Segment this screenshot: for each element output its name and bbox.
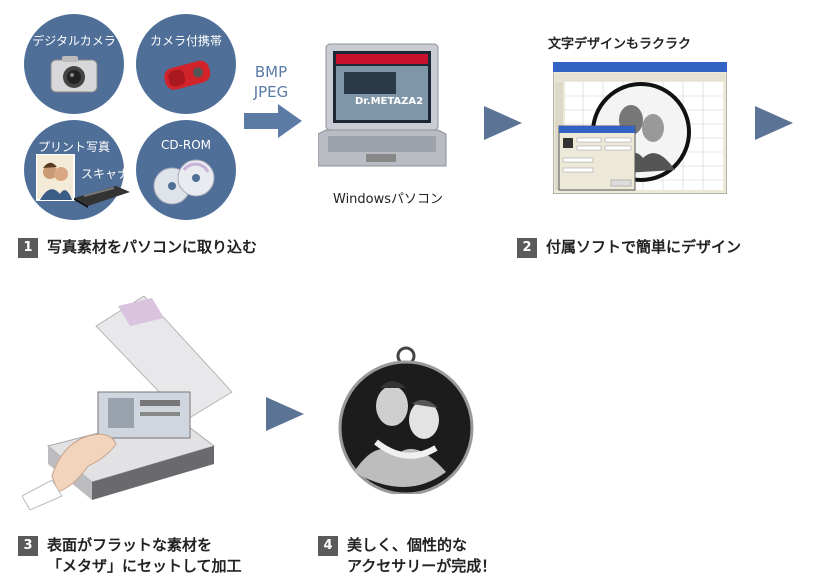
photo-icon — [36, 154, 75, 201]
step-text: 写真素材をパソコンに取り込む — [47, 238, 258, 256]
print-photo-label: プリント写真 — [37, 140, 110, 154]
camera-phone-label: カメラ付携帯 — [149, 34, 222, 48]
software-caption: 文字デザインもラクラク — [548, 37, 692, 52]
laptop-caption: Windowsパソコン — [333, 192, 444, 207]
software-title: Dr.METAZA2 — [355, 96, 424, 107]
format-jpeg: JPEG — [253, 83, 289, 101]
step-text: 表面がフラットな素材を 「メタザ」にセットして加工 — [47, 536, 242, 575]
camera-icon — [50, 56, 98, 93]
digital-camera-circle: デジタルカメラ — [24, 14, 124, 114]
disc-icon — [153, 159, 215, 205]
digital-camera-label: デジタルカメラ — [32, 34, 116, 48]
step-1: 1 写真素材をパソコンに取り込む — [18, 237, 257, 258]
laptop-icon — [318, 43, 447, 167]
software-screenshot — [553, 62, 727, 194]
arrow-right-icon — [484, 106, 522, 140]
phone-icon — [164, 60, 211, 90]
step-number: 2 — [517, 238, 537, 258]
cdrom-label: CD-ROM — [160, 138, 212, 152]
print-photo-circle: プリント写真 — [24, 120, 124, 220]
format-bmp: BMP — [254, 63, 288, 81]
engraved-pendant — [338, 346, 474, 494]
scanner-icon — [74, 186, 130, 208]
cdrom-circle: CD-ROM — [136, 120, 236, 220]
step-number: 4 — [318, 536, 338, 556]
step-4: 4 美しく、個性的な アクセサリーが完成！ — [318, 535, 496, 577]
step-2: 2 付属ソフトで簡単にデザイン — [517, 237, 741, 258]
step-3: 3 表面がフラットな素材を 「メタザ」にセットして加工 — [18, 535, 242, 577]
arrow-right-icon — [266, 397, 304, 431]
step-text: 付属ソフトで簡単にデザイン — [546, 238, 742, 256]
camera-phone-circle: カメラ付携帯 — [136, 14, 236, 114]
arrow-right-icon — [755, 106, 793, 140]
step-number: 1 — [18, 238, 38, 258]
step-number: 3 — [18, 536, 38, 556]
step-text: 美しく、個性的な アクセサリーが完成！ — [347, 536, 497, 575]
engraving-machine — [22, 296, 233, 510]
arrow-right-icon — [244, 104, 302, 138]
scanner-label: スキャナー — [81, 167, 142, 181]
